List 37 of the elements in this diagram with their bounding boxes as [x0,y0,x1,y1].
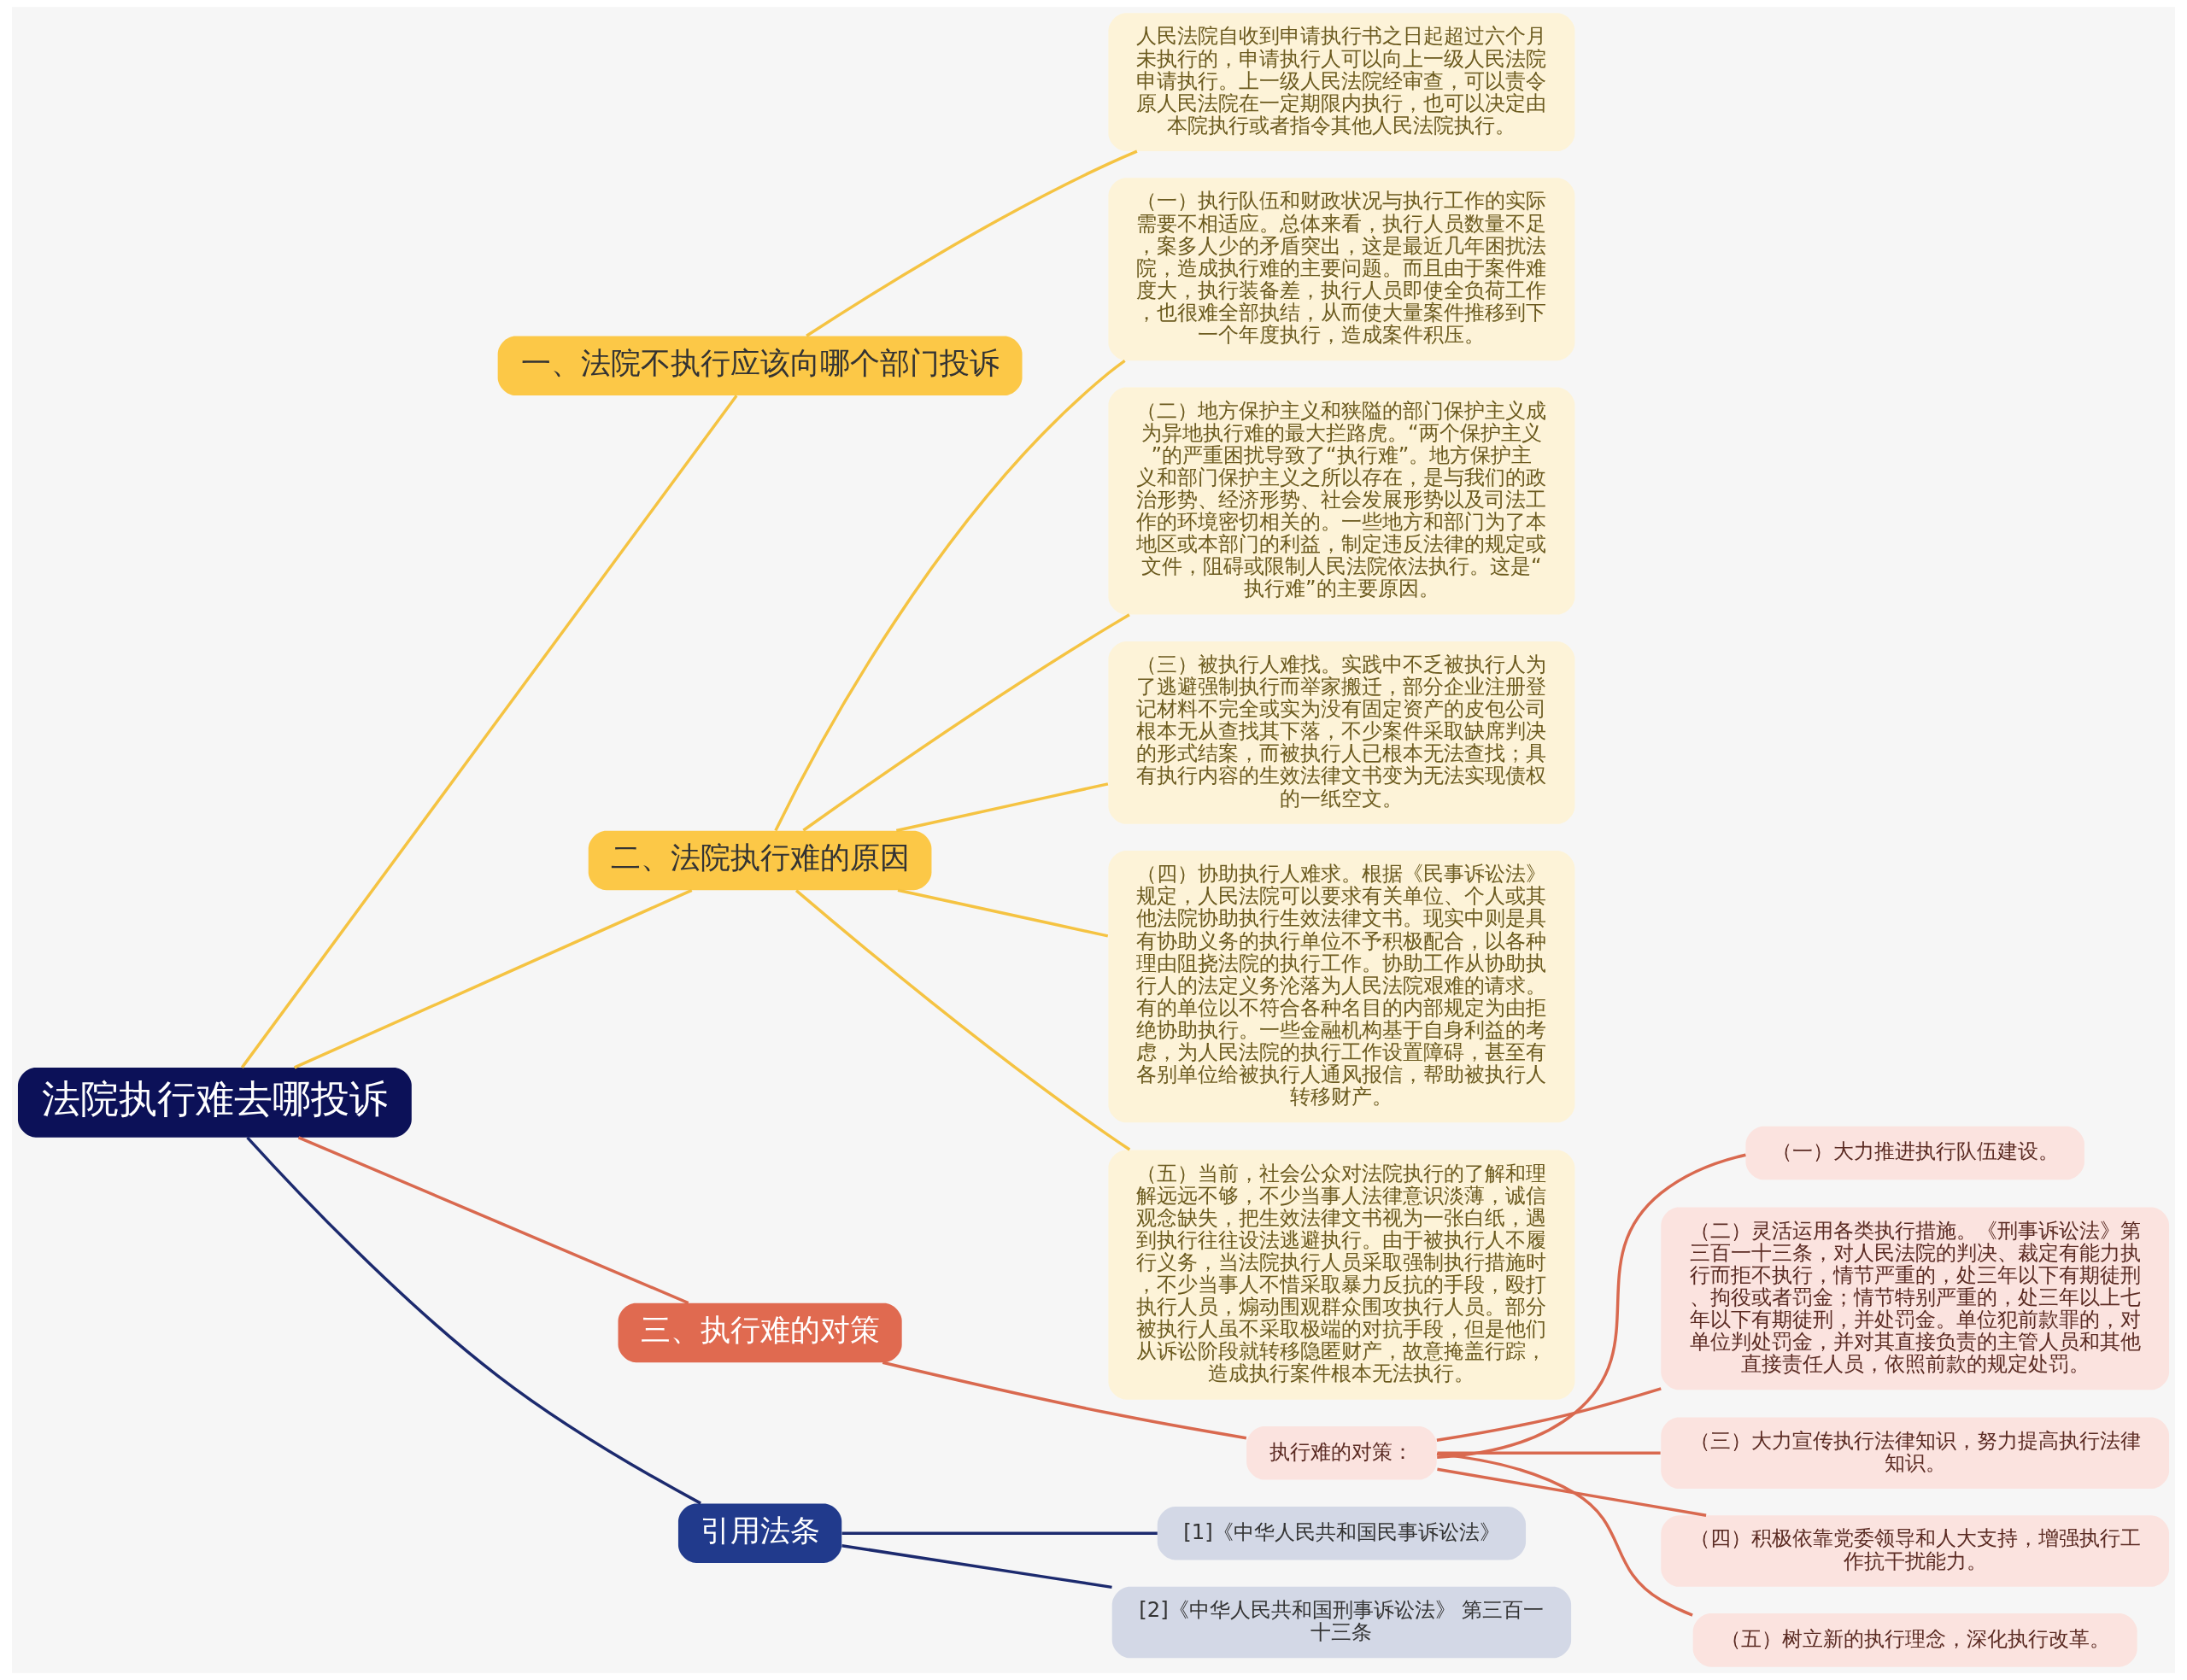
node-box: （五）树立新的执行理念，深化执行改革。 [1692,1613,2137,1667]
connector [841,1543,1112,1589]
node-box: 法院执行难去哪投诉 [17,1068,412,1138]
node-box: （一）执行队伍和财政状况与执行工作的实际需要不相适应。总体来看，执行人员数量不足，案多人少的矛盾突出，这是最近几年困扰法院，造成执行难的主要问题。而且由于案件难度大，执行装备差，执行人员即使全负荷工作，也很难全部执结，从而使大量案件推移到下一个年度执行，造成案件积压。 [1108,178,1575,361]
node-box: 引用法条 [677,1503,842,1563]
connector [1436,1387,1662,1442]
connector [802,613,1130,832]
connector [246,1136,701,1505]
node-box: 三、执行难的对策 [618,1302,902,1363]
connector [774,359,1126,832]
connector [294,888,693,1069]
connector [240,395,738,1068]
node-box: （五）当前，社会公众对法院执行的了解和理解远远不够，不少当事人法律意识淡薄，诚信观念缺失，把生效法律文书视为一张白纸，遇到执行往往设法逃避执行。由于被执行人不履行义务，当法院执行人员采取强制执行措施时，不少当事人不惜采取暴力反抗的手段，殴打执行人员，煽动围观群众围攻执行人员。部分被执行人虽不采取极端的对抗手段，但是他们从诉讼阶段就转移隐匿财产，故意掩盖行踪，造成执行案件根本无法执行。 [1108,1150,1575,1400]
node-box: 一、法院不执行应该向哪个部门投诉 [497,336,1023,396]
node-box: （三）大力宣传执行法律知识，努力提高执行法律知识。 [1661,1417,2170,1489]
node-box: 人民法院自收到申请执行书之日起超过六个月未执行的，申请执行人可以向上一级人民法院申请执行。上一级人民法院经审查，可以责令原人民法院在一定期限内执行，也可以决定由本院执行或者指令其他人民法院执行。 [1108,13,1575,152]
node-box: （四）积极依靠党委领导和人大支持，增强执行工作抗干扰能力。 [1661,1515,2170,1587]
connector [895,782,1109,833]
node-box: 二、法院执行难的原因 [588,830,932,891]
node-box: （二）灵活运用各类执行措施。《刑事诉讼法》第三百一十三条，对人民法院的判决、裁定有能力执行而拒不执行，情节严重的，处三年以下有期徒刑、拘役或者罚金；情节特别严重的，处三年以上七年以下有期徒刑，并处罚金。单位犯前款罪的，对单位判处罚金，并对其直接负责的主管人员和其他直接责任人员，依照前款的规定处罚。 [1661,1207,2170,1390]
connector [1437,1467,1707,1518]
connector [806,149,1138,337]
node-box: （四）协助执行人难求。根据《民事诉讼法》规定，人民法院可以要求有关单位、个人或其他法院协助执行生效法律文书。现实中则是具有协助义务的执行单位不予积极配合，以各种理由阻挠法院的执行工作。协助工作从协助执行人的法定义务沦落为人民法院艰难的请求。有的单位以不符合各种名目的内部规定为由拒绝协助执行。一些金融机构基于自身利益的考虑，为人民法院的执行工作设置障碍，甚至有各别单位给被执行人通风报信，帮助被执行人转移财产。 [1108,851,1575,1123]
connector [297,1136,689,1305]
node-box: （一）大力推进执行队伍建设。 [1745,1126,2084,1180]
connector [794,889,1131,1151]
connector [1437,1451,1661,1455]
node-box: [2]《中华人民共和国刑事诉讼法》 第三百一十三条 [1111,1586,1572,1659]
connector [841,1531,1158,1535]
connector [882,1361,1247,1440]
connector [1437,1153,1746,1460]
connector [897,888,1109,938]
node-box: （二）地方保护主义和狭隘的部门保护主义成为异地执行难的最大拦路虎。“两个保护主义”的严重困扰导致了“执行难”。地方保护主义和部门保护主义之所以存在，是与我们的政治形势、经济形势、社会发展形势以及司法工作的环境密切相关的。一些地方和部门为了本地区或本部门的利益，制定违反法律的规定或文件，阻碍或限制人民法院依法执行。这是“执行难”的主要原因。 [1108,387,1575,615]
node-box: 执行难的对策： [1246,1425,1437,1480]
connector [1436,1452,1693,1617]
node-box: （三）被执行人难找。实践中不乏被执行人为了逃避强制执行而举家搬迁，部分企业注册登记材料不完全或实为没有固定资产的皮包公司根本无从查找其下落，不少案件采取缺席判决的形式结案，而被执行人已根本无法查找；具有执行内容的生效法律文书变为无法实现债权的一纸空文。 [1108,641,1575,824]
node-box: [1]《中华人民共和国民事诉讼法》 [1157,1506,1527,1560]
